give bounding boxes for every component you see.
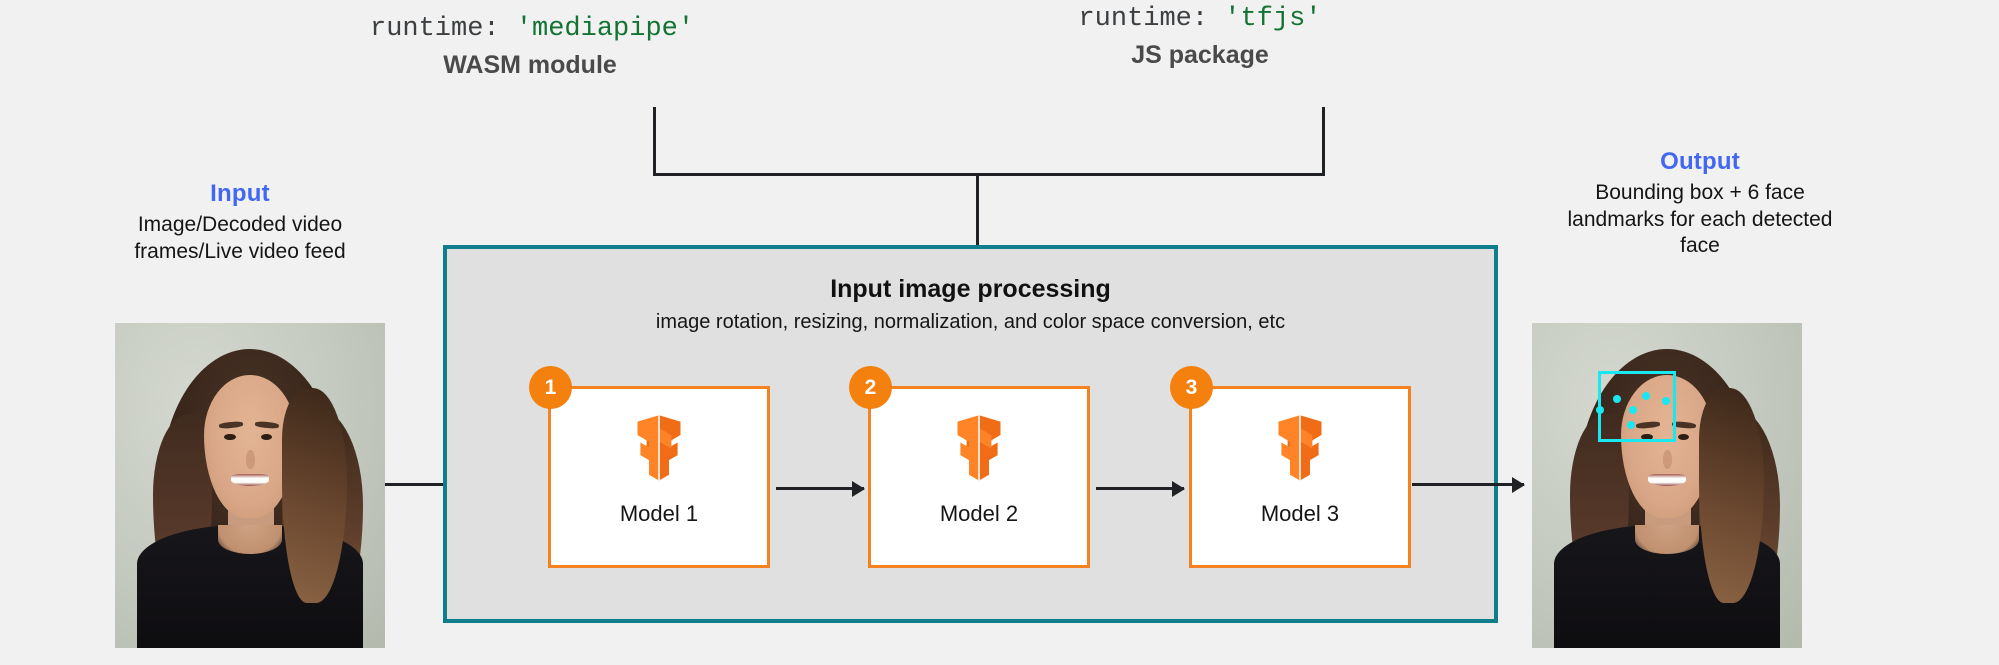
bracket-line-left (653, 107, 656, 175)
model-badge-3: 3 (1170, 366, 1213, 409)
photo-mouth (1648, 474, 1686, 486)
tensorflow-logo-icon (637, 415, 681, 481)
input-caption: Input Image/Decoded video frames/Live vi… (105, 180, 375, 265)
landmark-ear-left (1596, 406, 1604, 414)
runtime-subtitle-wasm: WASM module (443, 51, 617, 79)
panel-subtitle: image rotation, resizing, normalization,… (655, 311, 1286, 333)
photo-eye-left (1641, 433, 1653, 440)
runtime-code-tfjs: runtime: 'tfjs' (1040, 4, 1360, 34)
bracket-line-drop (976, 173, 979, 245)
model-box-1[interactable]: 1 Model 1 (529, 366, 770, 568)
model-label-2: Model 2 (939, 501, 1019, 526)
runtime-label-mediapipe: runtime: 'mediapipe' WASM module (370, 14, 694, 80)
landmark-eye-left (1613, 395, 1621, 403)
landmark-ear-right (1662, 397, 1670, 405)
photo-nose (1662, 449, 1673, 470)
bracket-line-right (1322, 107, 1325, 175)
photo-collar (1634, 524, 1700, 554)
model-box-3[interactable]: 3 Model 3 (1170, 366, 1411, 568)
input-title: Input (210, 180, 270, 207)
tensorflow-logo-icon (1278, 415, 1322, 481)
landmark-mouth (1627, 421, 1635, 429)
output-caption: Output Bounding box + 6 face landmarks f… (1555, 148, 1845, 260)
runtime-label-tfjs: runtime: 'tfjs' JS package (1040, 4, 1360, 70)
runtime-code-value: 'mediapipe' (515, 14, 695, 44)
arrow-model2-to-model3 (1096, 487, 1184, 490)
photo-eye-left (224, 433, 236, 440)
photo-eye-right (260, 433, 273, 440)
input-image-processing-panel: Input image processing image rotation, r… (443, 245, 1498, 623)
photo-eye-right (1677, 433, 1690, 440)
runtime-code-value: 'tfjs' (1224, 4, 1322, 34)
landmark-eye-right (1642, 392, 1650, 400)
face-bounding-box (1598, 371, 1676, 442)
runtime-code-mediapipe: runtime: 'mediapipe' (370, 14, 694, 44)
output-photo (1532, 323, 1802, 648)
output-title: Output (1660, 148, 1740, 175)
model-badge-1: 1 (529, 366, 572, 409)
model-label-1: Model 1 (619, 501, 699, 526)
photo-mouth (231, 474, 269, 486)
input-photo (115, 323, 385, 648)
photo-hair-front (1699, 388, 1765, 603)
arrow-model1-to-model2 (776, 487, 864, 490)
runtime-subtitle-js: JS package (1131, 41, 1269, 69)
photo-nose (245, 449, 256, 470)
model-box-2[interactable]: 2 Model 2 (849, 366, 1090, 568)
model-label-3: Model 3 (1260, 501, 1340, 526)
photo-hair-front (282, 388, 348, 603)
model-badge-2: 2 (849, 366, 892, 409)
panel-title: Input image processing (830, 275, 1111, 303)
runtime-code-prefix: runtime: (1078, 4, 1225, 34)
photo-face (204, 375, 296, 518)
output-description: Bounding box + 6 face landmarks for each… (1567, 181, 1833, 258)
input-description: Image/Decoded video frames/Live video fe… (134, 213, 346, 263)
photo-collar (217, 524, 283, 554)
landmark-nose-tip (1629, 406, 1637, 414)
runtime-code-prefix: runtime: (370, 14, 516, 44)
tensorflow-logo-icon (957, 415, 1001, 481)
bracket-line-top (653, 173, 1325, 176)
arrow-panel-to-output (1412, 483, 1524, 486)
